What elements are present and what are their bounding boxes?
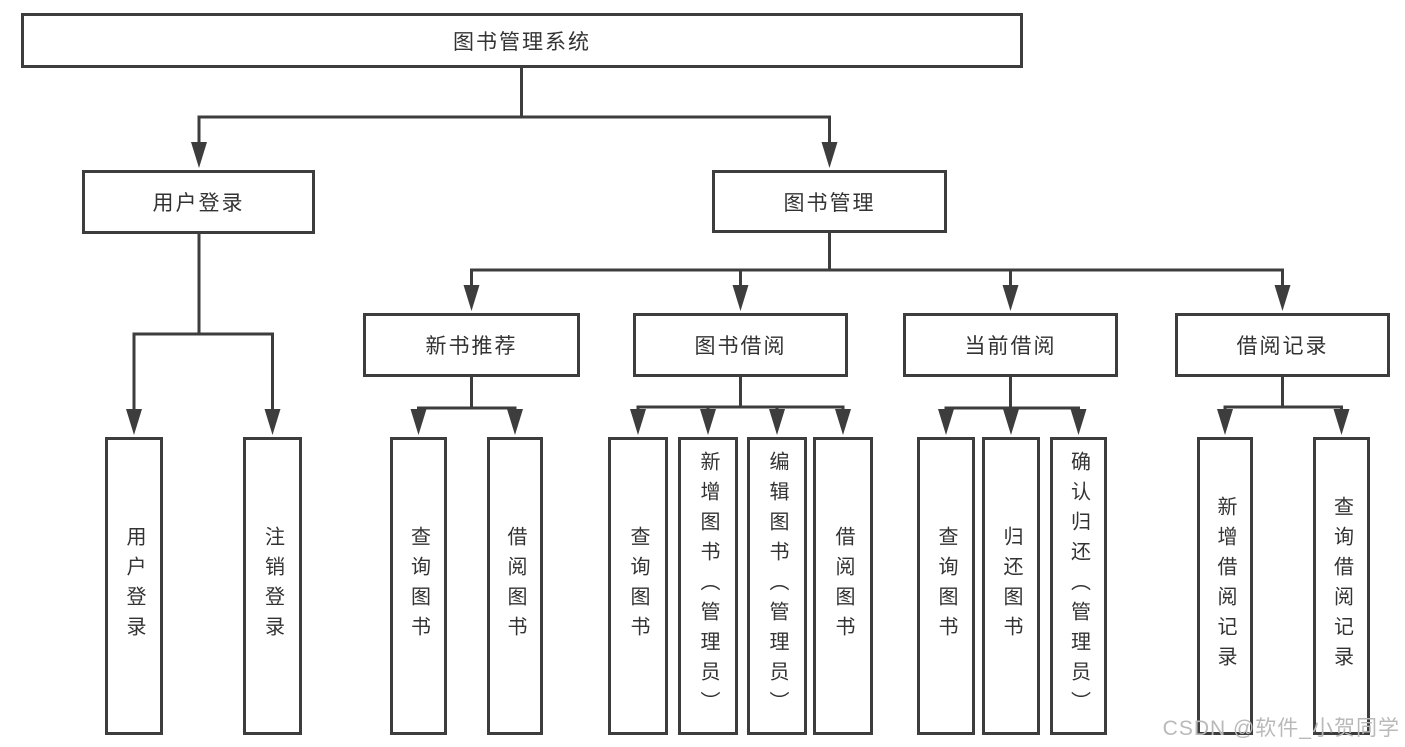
node-label: 借阅图书	[504, 526, 526, 646]
node-label: 查询借阅记录	[1330, 496, 1353, 676]
arrow-to-book-management	[821, 142, 838, 168]
arrow-to-br-query	[1333, 409, 1350, 435]
node-label: 查询图书	[627, 526, 649, 646]
node-label: 新增借阅记录	[1214, 496, 1236, 676]
arrow-to-bb-borrow	[835, 409, 851, 435]
node-label: 图书借阅	[694, 335, 787, 358]
node-label: 归还图书	[1000, 526, 1022, 646]
connector-book-management	[470, 231, 1284, 288]
node-label: 确认归还（管理员）	[1067, 451, 1090, 721]
node-label: 注销登录	[261, 526, 284, 646]
node-label: 当前借阅	[964, 335, 1057, 358]
arrow-to-cb-return	[1003, 409, 1019, 435]
leaf-br-add-record: 新增借阅记录	[1197, 437, 1253, 735]
node-label: 新书推荐	[425, 335, 518, 358]
node-label: 图书管理系统	[453, 30, 591, 54]
leaf-cb-confirm-return-admin: 确认归还（管理员）	[1050, 437, 1107, 735]
leaf-bb-query-books: 查询图书	[608, 437, 668, 735]
node-book-management: 图书管理	[712, 170, 947, 233]
arrow-to-nbr-query	[410, 409, 427, 435]
arrow-to-leaf-user-login	[126, 409, 142, 435]
leaf-cb-query-books: 查询图书	[917, 437, 975, 735]
arrow-to-user-login	[191, 142, 207, 168]
node-new-book-recommendation: 新书推荐	[363, 313, 580, 377]
leaf-nbr-query-books: 查询图书	[390, 437, 447, 735]
leaf-user-login: 用户登录	[105, 437, 163, 735]
node-label: 借阅记录	[1236, 335, 1329, 358]
csdn-watermark: CSDN @软件_小贺同学	[1162, 717, 1400, 740]
node-label: 图书管理	[783, 191, 876, 215]
connector-new-book-recommendation	[417, 376, 517, 412]
node-label: 用户登录	[152, 192, 245, 215]
arrow-to-new-book-recommendation	[463, 285, 480, 311]
arrow-to-br-add	[1217, 409, 1233, 435]
arrow-to-cb-query	[938, 409, 954, 435]
arrow-to-nbr-borrow	[507, 409, 523, 435]
arrow-to-borrowing-records	[1274, 285, 1291, 311]
arrow-to-current-borrowing	[1002, 285, 1019, 311]
node-current-borrowing: 当前借阅	[903, 313, 1118, 377]
node-borrowing-records: 借阅记录	[1175, 313, 1390, 377]
node-label: 新增图书（管理员）	[697, 451, 719, 721]
leaf-bb-add-books-admin: 新增图书（管理员）	[678, 437, 738, 735]
arrow-to-bb-query	[630, 409, 646, 435]
leaf-nbr-borrow-books: 借阅图书	[487, 437, 543, 735]
leaf-bb-borrow-books: 借阅图书	[813, 437, 873, 735]
connector-user-login	[132, 232, 274, 412]
leaf-logout: 注销登录	[243, 437, 302, 735]
node-book-borrowing: 图书借阅	[633, 313, 848, 377]
node-library-management-system: 图书管理系统	[21, 13, 1023, 68]
arrow-to-leaf-logout	[264, 409, 281, 435]
connector-book-borrowing	[636, 376, 845, 412]
connector-borrowing-records	[1223, 376, 1343, 412]
arrow-to-bb-add	[700, 409, 716, 435]
leaf-br-query-record: 查询借阅记录	[1313, 437, 1370, 735]
connector-current-borrowing	[944, 376, 1080, 412]
leaf-cb-return-books: 归还图书	[982, 437, 1040, 735]
arrow-to-book-borrowing	[732, 285, 749, 311]
arrow-to-cb-confirm	[1070, 409, 1087, 435]
node-label: 查询图书	[935, 526, 957, 646]
node-label: 借阅图书	[832, 526, 854, 646]
arrowheads	[126, 142, 1350, 435]
leaf-bb-edit-books-admin: 编辑图书（管理员）	[747, 437, 807, 735]
arrow-to-bb-edit	[769, 409, 785, 435]
node-label: 查询图书	[407, 526, 430, 646]
connector-root	[197, 66, 831, 144]
node-label: 编辑图书（管理员）	[766, 451, 788, 721]
node-label: 用户登录	[123, 526, 145, 646]
node-user-login: 用户登录	[82, 170, 315, 234]
